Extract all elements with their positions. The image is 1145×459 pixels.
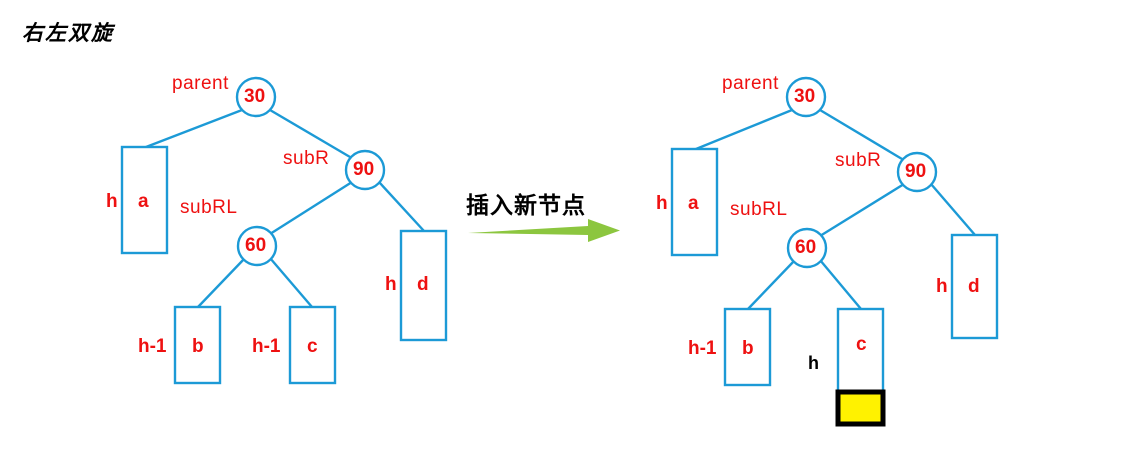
right-subrl-value: 60 bbox=[795, 237, 817, 258]
right-subtree-label-d: d bbox=[968, 276, 980, 297]
left-subtree-label-b: b bbox=[192, 336, 204, 357]
right-parent-value: 30 bbox=[794, 86, 816, 107]
transition-arrow-group bbox=[468, 219, 620, 242]
edge-parent-to-a bbox=[695, 108, 793, 151]
subtree-box-c bbox=[288, 305, 337, 385]
left-height-b: h-1 bbox=[138, 336, 167, 357]
left-subtree-label-a: a bbox=[138, 191, 149, 212]
edge-subrl-to-c bbox=[819, 259, 862, 310]
edge-parent-to-subr bbox=[819, 108, 903, 161]
subtree-box-b bbox=[173, 305, 222, 385]
edge-subr-to-subrl bbox=[819, 182, 905, 238]
left-parent-label: parent bbox=[172, 73, 229, 94]
edge-parent-to-subr bbox=[269, 108, 351, 159]
edge-subrl-to-c bbox=[269, 257, 313, 308]
subtree-box-b bbox=[723, 307, 772, 387]
subtree-box-a bbox=[120, 145, 169, 255]
right-height-a: h bbox=[656, 193, 668, 214]
node-circle-subr bbox=[896, 151, 938, 193]
right-arrow-icon bbox=[468, 219, 620, 242]
edge-parent-to-a bbox=[145, 108, 243, 149]
transition-caption: 插入新节点 bbox=[466, 193, 586, 218]
subtree-box-a bbox=[670, 147, 719, 257]
edge-subr-to-d bbox=[930, 183, 976, 236]
right-height-c: h bbox=[808, 353, 819, 373]
page-title: 右左双旋 bbox=[22, 21, 114, 45]
right-tree-graphics bbox=[670, 76, 999, 427]
right-height-b: h-1 bbox=[688, 338, 717, 359]
inserted-node-highlight bbox=[835, 389, 886, 427]
left-tree-graphics bbox=[120, 76, 448, 385]
right-subr-label: subR bbox=[835, 150, 882, 171]
node-circle-subrl bbox=[236, 225, 278, 267]
node-circle-subr bbox=[344, 149, 386, 191]
left-height-d: h bbox=[385, 274, 397, 295]
edge-subrl-to-b bbox=[197, 257, 246, 308]
right-subtree-label-c: c bbox=[856, 334, 867, 355]
right-subtree-label-b: b bbox=[742, 338, 754, 359]
right-subrl-label: subRL bbox=[730, 199, 788, 220]
left-parent-value: 30 bbox=[244, 86, 266, 107]
left-subtree-label-d: d bbox=[417, 274, 429, 295]
node-circle-parent bbox=[235, 76, 277, 118]
subtree-box-d bbox=[399, 229, 448, 342]
left-height-c: h-1 bbox=[252, 336, 281, 357]
left-height-a: h bbox=[106, 191, 118, 212]
right-parent-label: parent bbox=[722, 73, 779, 94]
edge-subr-to-subrl bbox=[269, 180, 353, 236]
right-subr-value: 90 bbox=[905, 161, 927, 182]
left-subr-label: subR bbox=[283, 148, 330, 169]
right-subtree-label-a: a bbox=[688, 193, 699, 214]
right-height-d: h bbox=[936, 276, 948, 297]
subtree-box-c bbox=[836, 307, 885, 393]
edge-subr-to-d bbox=[378, 181, 425, 232]
edge-subrl-to-b bbox=[747, 259, 796, 310]
node-circle-subrl bbox=[786, 227, 828, 269]
node-circle-parent bbox=[785, 76, 827, 118]
subtree-box-d bbox=[950, 233, 999, 340]
left-subr-value: 90 bbox=[353, 159, 375, 180]
left-subrl-label: subRL bbox=[180, 197, 238, 218]
left-subtree-label-c: c bbox=[307, 336, 318, 357]
left-subrl-value: 60 bbox=[245, 235, 267, 256]
